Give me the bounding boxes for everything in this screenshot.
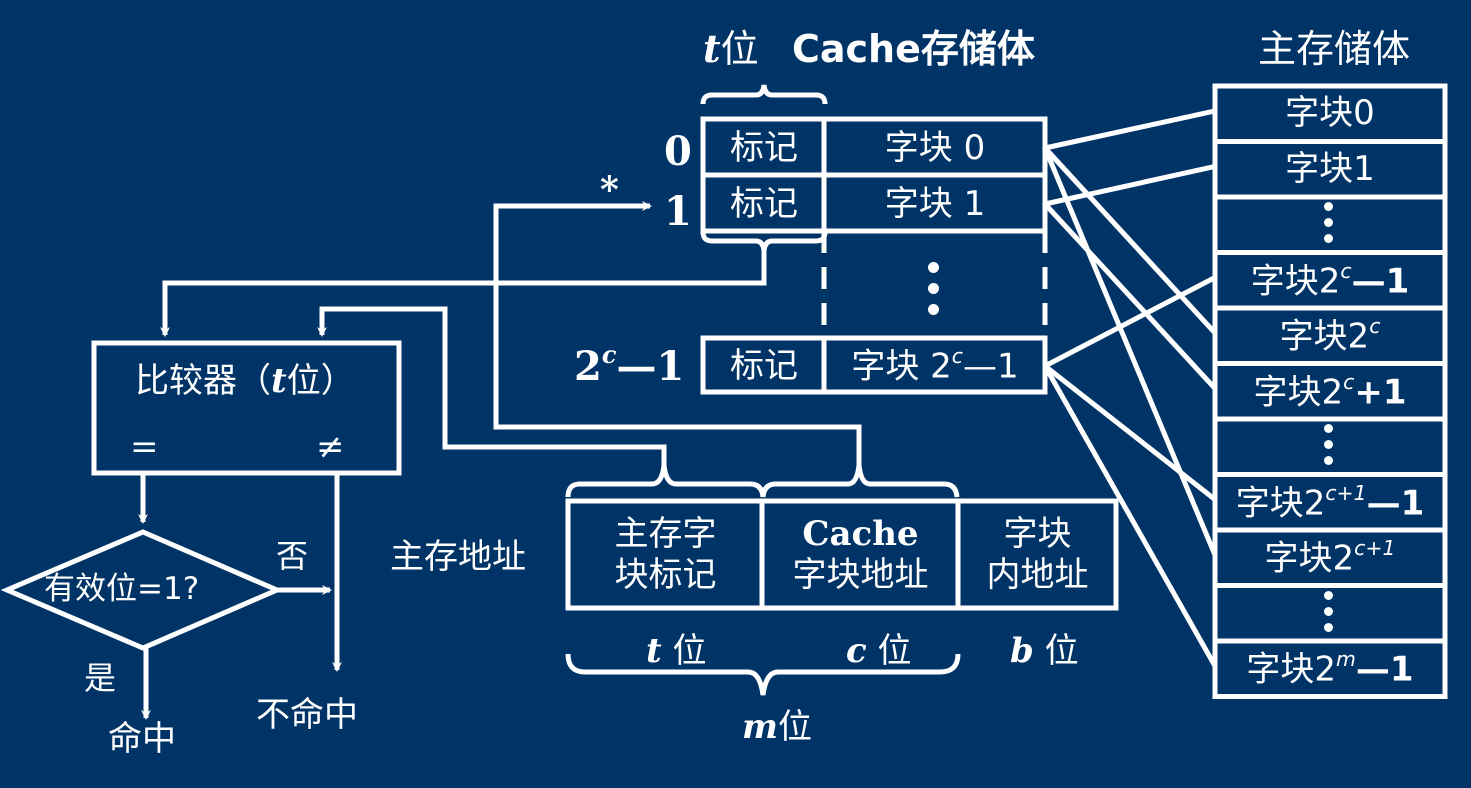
cache-index-1: 1 (664, 188, 692, 235)
main-block: 字块0 (1285, 93, 1375, 134)
main-block: 字块2c (1279, 314, 1381, 357)
main-block: 字块2c—1 (1250, 258, 1410, 301)
address-field-tag: 主存字块标记 (614, 514, 717, 595)
cache-block-1: 字块 1 (884, 183, 986, 224)
cache-index-0: 0 (664, 128, 692, 175)
c-bits-label: c 位 (846, 631, 912, 671)
main-block: 字块2m—1 (1246, 647, 1414, 690)
main-block-frame (1212, 638, 1448, 699)
cache-row-marker: * (600, 169, 619, 211)
cache-block-0: 字块 0 (884, 127, 986, 168)
miss-label: 不命中 (256, 695, 358, 735)
mapping-line (1042, 364, 1218, 668)
main-block: 字块2c+1 (1253, 369, 1407, 412)
mapping-line (1043, 364, 1217, 502)
t-bits-label: t 位 (646, 631, 707, 671)
no-label: 否 (276, 537, 309, 575)
cache-tag-last: 标记 (730, 345, 798, 386)
main-block-ellipsis (1218, 200, 1442, 250)
cache-block-last: 字块 2c—1 (851, 344, 1019, 387)
m-bits-brace (565, 653, 961, 696)
mapping-line (1042, 147, 1218, 556)
main-block: 字块1 (1285, 148, 1375, 189)
equal-output: = (130, 427, 159, 467)
main-memory-title: 主存储体 (1258, 27, 1411, 71)
m-bits-label: m位 (742, 707, 812, 747)
main-block-ellipsis (1218, 589, 1442, 639)
hit-label: 命中 (108, 719, 176, 759)
main-block: 字块2c+1—1 (1235, 480, 1425, 523)
cache-index-last: 2c—1 (574, 340, 685, 390)
comparator-box (91, 340, 402, 476)
cache-title: Cache存储体 (792, 27, 1035, 71)
mapping-line (1043, 202, 1217, 391)
main-block-ellipsis (1218, 422, 1442, 472)
address-frame (565, 498, 1119, 611)
main-block: 字块2c+1 (1264, 536, 1396, 579)
address-field-offset: 字块内地址 (986, 514, 1089, 595)
addr-tag-to-comparator-line (317, 306, 667, 465)
b-bits-label: b 位 (1010, 631, 1079, 671)
tag-brace-top (700, 84, 828, 105)
cache-addr-to-row-line (493, 201, 862, 465)
cache-tag-0: 标记 (730, 127, 798, 168)
valid-bit-question: 有效位=1? (44, 571, 200, 607)
mapping-line (1043, 146, 1217, 335)
tag-width-label: t位 (703, 26, 759, 71)
yes-label: 是 (84, 659, 117, 697)
tag-to-comparator-line (160, 251, 767, 337)
not-equal-output: ≠ (316, 427, 345, 467)
cache-tag-1: 标记 (730, 183, 798, 224)
valid-bit-diamond (0, 529, 284, 651)
mapping-line (1044, 164, 1216, 207)
mapping-line (1044, 108, 1216, 151)
mapping-line (1043, 275, 1217, 369)
address-label: 主存地址 (390, 537, 526, 577)
cache-ellipsis (928, 262, 940, 325)
tag-brace-bottom (700, 231, 828, 252)
comparator-label: 比较器（t位） (135, 361, 355, 401)
